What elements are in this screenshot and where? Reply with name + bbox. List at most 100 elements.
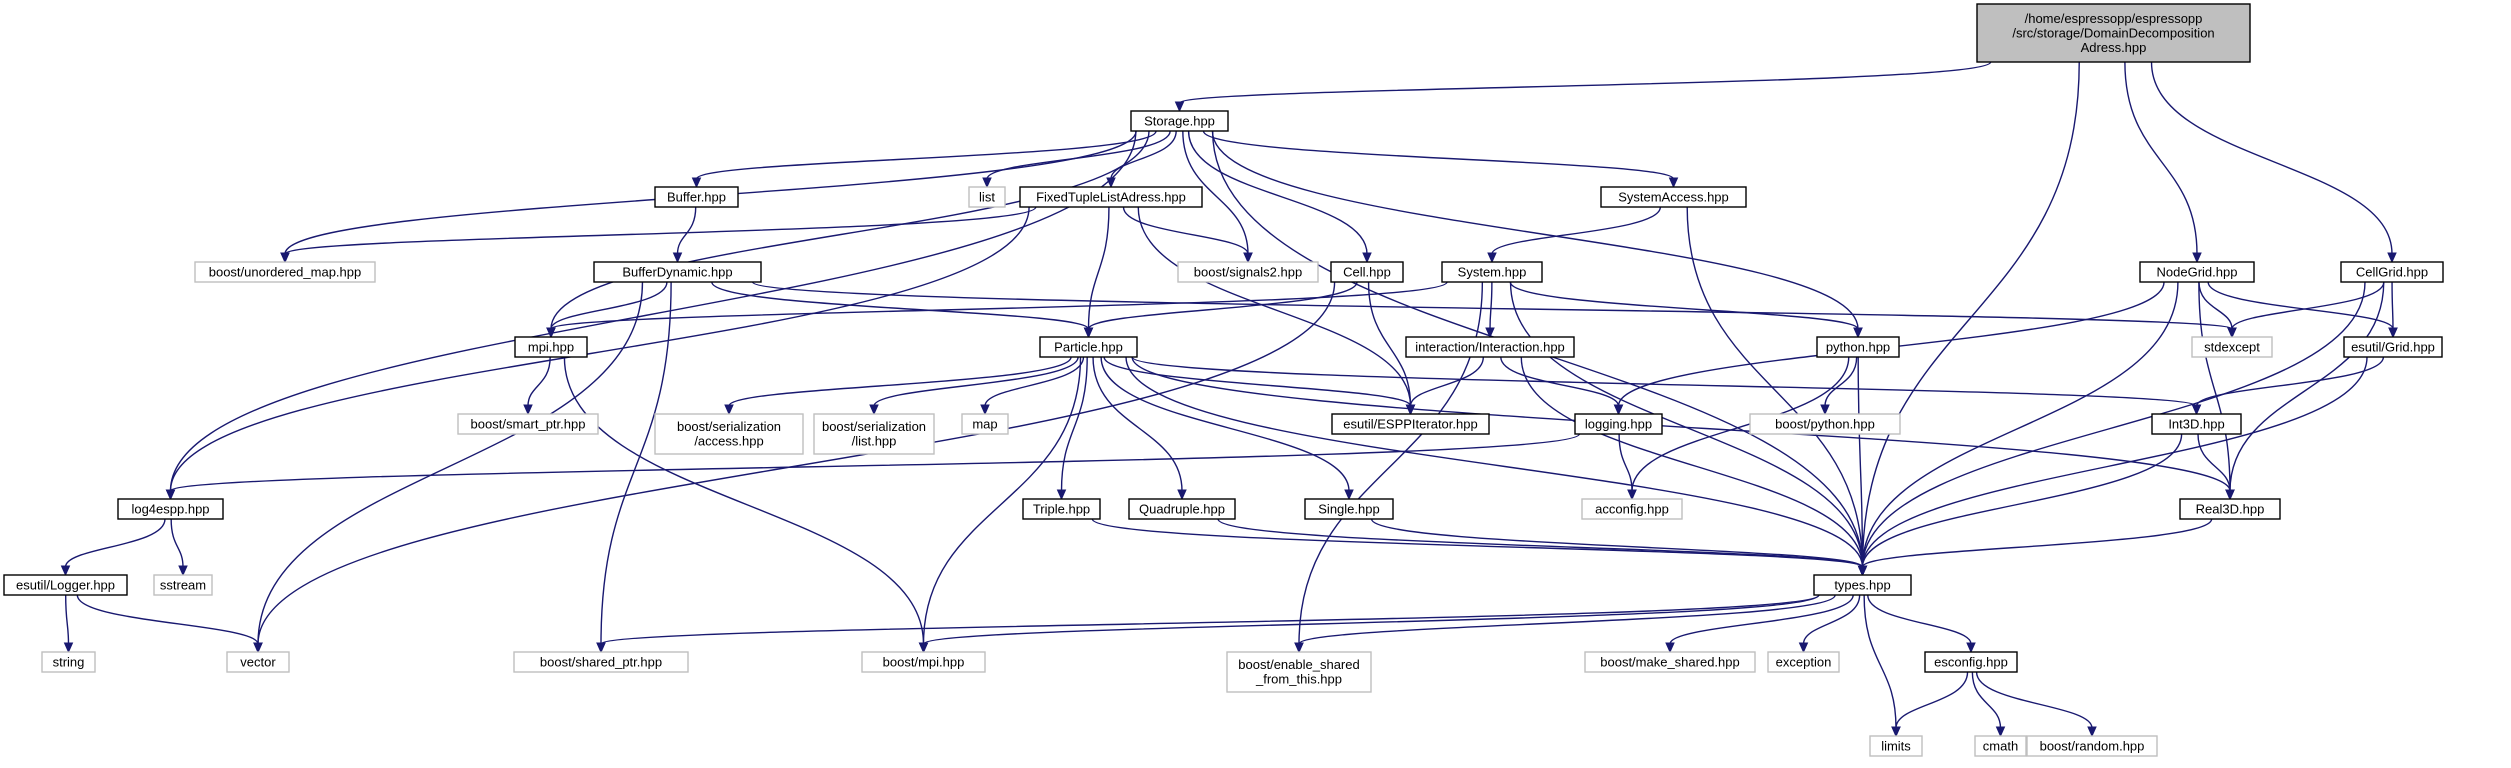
node-real3d[interactable]: Real3D.hpp — [2179, 498, 2281, 520]
arrowhead — [691, 177, 702, 189]
edge-line — [2229, 281, 2385, 492]
node-box — [2139, 261, 2255, 283]
node-box — [3, 574, 128, 596]
edge-particle-to-single — [1100, 356, 1354, 501]
node-triple[interactable]: Triple.hpp — [1022, 498, 1101, 520]
node-nodegrid[interactable]: NodeGrid.hpp — [2139, 261, 2255, 283]
edge-root-to-nodegrid — [2124, 61, 2202, 264]
node-cell[interactable]: Cell.hpp — [1330, 261, 1404, 283]
node-interaction[interactable]: interaction/Interaction.hpp — [1405, 336, 1575, 358]
edge-line — [1100, 356, 1350, 492]
node-label: FixedTupleListAdress.hpp — [1036, 189, 1186, 204]
edge-line — [600, 594, 1820, 645]
edge-ftla-to-log4espp — [165, 206, 1030, 501]
node-box — [41, 651, 96, 673]
edge-line — [1217, 518, 1864, 568]
edge-line — [676, 206, 697, 255]
edge-line — [1895, 671, 1969, 729]
node-boostmpi: boost/mpi.hpp — [861, 651, 986, 673]
edge-cellgrid-to-esgrid — [2388, 281, 2398, 339]
node-boostpython: boost/python.hpp — [1749, 413, 1901, 435]
edge-line — [1861, 61, 2080, 568]
node-smartptr: boost/smart_ptr.hpp — [457, 413, 599, 435]
edge-storage-to-cell — [1187, 130, 1372, 264]
node-particle[interactable]: Particle.hpp — [1039, 336, 1138, 358]
arrowhead — [1613, 404, 1624, 416]
node-box — [813, 413, 935, 455]
arrowhead — [1485, 327, 1495, 339]
node-logging[interactable]: logging.hpp — [1574, 413, 1663, 435]
edge-triple-to-types — [1091, 518, 1868, 577]
edge-line — [1867, 594, 1972, 645]
arrowhead — [1995, 726, 2006, 738]
edge-line — [1137, 206, 1412, 407]
edge-line — [1861, 281, 2179, 568]
node-random: boost/random.hpp — [2026, 735, 2158, 757]
node-single[interactable]: Single.hpp — [1304, 498, 1394, 520]
node-list: list — [968, 186, 1006, 208]
edge-line — [1861, 281, 2366, 568]
edge-line — [1520, 356, 1864, 568]
edge-line — [257, 281, 644, 645]
node-box — [1022, 498, 1101, 520]
node-label: /src/storage/DomainDecomposition — [2012, 25, 2214, 40]
arrowhead — [253, 642, 263, 654]
edge-interaction-to-logging — [1500, 356, 1624, 416]
node-root: /home/espressopp/espressopp/src/storage/… — [1976, 3, 2251, 63]
edge-line — [1669, 594, 1854, 645]
edge-line — [76, 594, 259, 645]
node-map: map — [961, 413, 1009, 435]
node-sysaccess[interactable]: SystemAccess.hpp — [1600, 186, 1747, 208]
node-box — [1813, 574, 1912, 596]
edge-storage-to-ftla — [1106, 130, 1177, 189]
node-esgrid[interactable]: esutil/Grid.hpp — [2343, 336, 2443, 358]
node-box — [1330, 261, 1404, 283]
node-quadruple[interactable]: Quadruple.hpp — [1128, 498, 1236, 520]
node-box — [2179, 498, 2281, 520]
node-box — [194, 261, 376, 283]
arrowhead — [596, 642, 606, 654]
node-log4espp[interactable]: log4espp.hpp — [117, 498, 224, 520]
edge-logging-to-acconfig — [1618, 433, 1637, 501]
node-cellgrid[interactable]: CellGrid.hpp — [2340, 261, 2444, 283]
node-ftla[interactable]: FixedTupleListAdress.hpp — [1019, 186, 1203, 208]
node-label: esutil/Logger.hpp — [16, 577, 115, 592]
node-box — [2191, 336, 2273, 358]
edge-eslogger-to-string — [63, 594, 74, 654]
node-int3d[interactable]: Int3D.hpp — [2151, 413, 2242, 435]
node-buffer[interactable]: Buffer.hpp — [654, 186, 739, 208]
node-string: string — [41, 651, 96, 673]
node-label: Storage.hpp — [1144, 113, 1215, 128]
node-label: Real3D.hpp — [2196, 501, 2265, 516]
edge-line — [1491, 206, 1662, 255]
node-label: esutil/ESPPIterator.hpp — [1343, 416, 1477, 431]
edge-buffer-to-bufdyn — [672, 206, 697, 264]
edge-sysaccess-to-system — [1487, 206, 1662, 264]
edge-system-to-python — [1509, 281, 1863, 339]
node-python[interactable]: python.hpp — [1816, 336, 1900, 358]
node-storage[interactable]: Storage.hpp — [1130, 110, 1229, 132]
edge-line — [1122, 206, 1249, 255]
node-box — [153, 574, 213, 596]
node-esppiter[interactable]: esutil/ESPPIterator.hpp — [1331, 413, 1490, 435]
node-label: vector — [240, 654, 276, 669]
edge-line — [695, 130, 1157, 180]
edge-line — [1110, 130, 1177, 180]
node-label: SystemAccess.hpp — [1618, 189, 1729, 204]
edge-ftla-to-unordered — [280, 206, 1037, 264]
node-label: Int3D.hpp — [2168, 416, 2224, 431]
node-mpi[interactable]: mpi.hpp — [514, 336, 588, 358]
node-system[interactable]: System.hpp — [1441, 261, 1543, 283]
arrowhead — [1487, 252, 1497, 264]
node-label: Particle.hpp — [1054, 339, 1123, 354]
edge-eslogger-to-vector — [76, 594, 263, 654]
node-types[interactable]: types.hpp — [1813, 574, 1912, 596]
edge-types-to-esconfig — [1867, 594, 1976, 654]
node-label: boost/shared_ptr.hpp — [540, 654, 662, 669]
edge-interaction-to-types — [1520, 356, 1868, 577]
edge-line — [1087, 206, 1110, 330]
node-esconfig[interactable]: esconfig.hpp — [1924, 651, 2018, 673]
node-eslogger[interactable]: esutil/Logger.hpp — [3, 574, 128, 596]
node-box — [1130, 110, 1229, 132]
node-bufdyn[interactable]: BufferDynamic.hpp — [593, 261, 762, 283]
